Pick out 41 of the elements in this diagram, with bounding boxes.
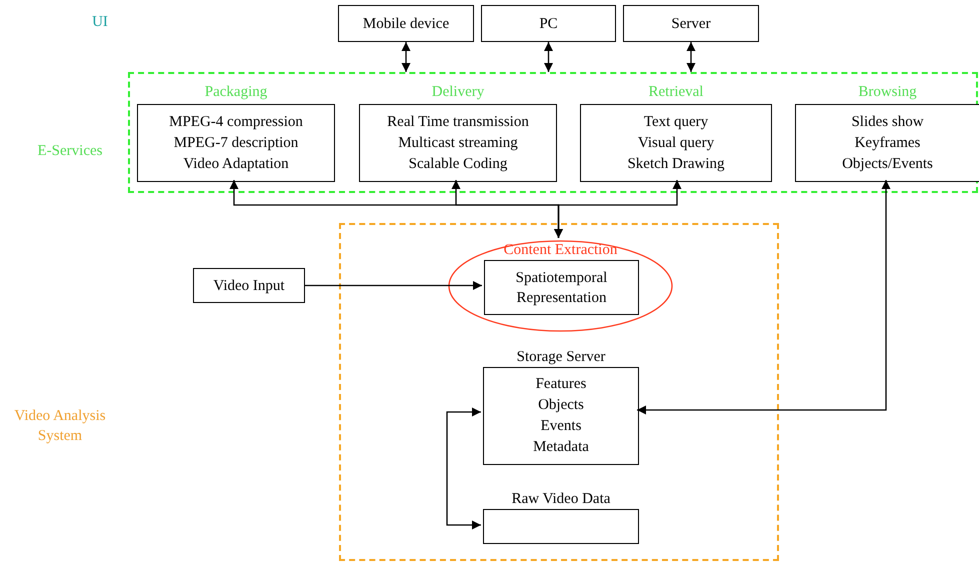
box-text: Sketch Drawing: [627, 154, 725, 174]
arrow: [402, 42, 410, 72]
box-text: Slides show: [851, 112, 924, 132]
box-text: Objects/Events: [842, 154, 933, 174]
box-text: Scalable Coding: [408, 154, 508, 174]
ellipse: [448, 240, 673, 332]
box-heading: Raw Video Data: [510, 490, 612, 509]
box-text: Metadata: [533, 438, 589, 457]
process-box: Spatiotemporal Representation: [484, 260, 639, 315]
box-heading: Browsing: [857, 83, 918, 102]
box-text: Multicast streaming: [398, 134, 518, 152]
arrow: [637, 180, 890, 414]
process-box: Mobile device: [338, 5, 474, 42]
process-box: PC: [481, 5, 616, 42]
layer-label: E-Services: [36, 142, 104, 161]
box-text: Video Adaptation: [183, 154, 289, 174]
box-heading: Retrieval: [648, 83, 704, 102]
process-box: Video Input: [193, 268, 305, 303]
arrow: [446, 408, 481, 530]
ellipse-label: Content Extraction: [502, 241, 618, 259]
arrow: [554, 180, 682, 238]
box-text: Events: [540, 417, 582, 436]
box-text: MPEG-7 description: [174, 134, 298, 152]
group-region: [339, 223, 779, 561]
arrow: [686, 42, 696, 72]
box-text: Objects: [538, 396, 584, 415]
process-box: Server: [623, 5, 759, 42]
arrow: [305, 281, 482, 290]
box-heading: Storage Server: [516, 348, 606, 367]
box-text: Visual query: [638, 134, 714, 152]
box-text: Real Time transmission: [387, 112, 529, 132]
box-heading: Delivery: [430, 83, 486, 102]
box-text: MPEG-4 compression: [169, 112, 303, 132]
arrow: [544, 42, 553, 72]
box-text: Text query: [644, 112, 708, 132]
layer-label: UI: [91, 13, 109, 32]
box-heading: Packaging: [204, 83, 268, 102]
layer-label: Video Analysis System: [13, 407, 107, 446]
box-text: Keyframes: [854, 134, 920, 152]
box-text: Features: [536, 375, 586, 394]
group-region: [128, 72, 978, 193]
